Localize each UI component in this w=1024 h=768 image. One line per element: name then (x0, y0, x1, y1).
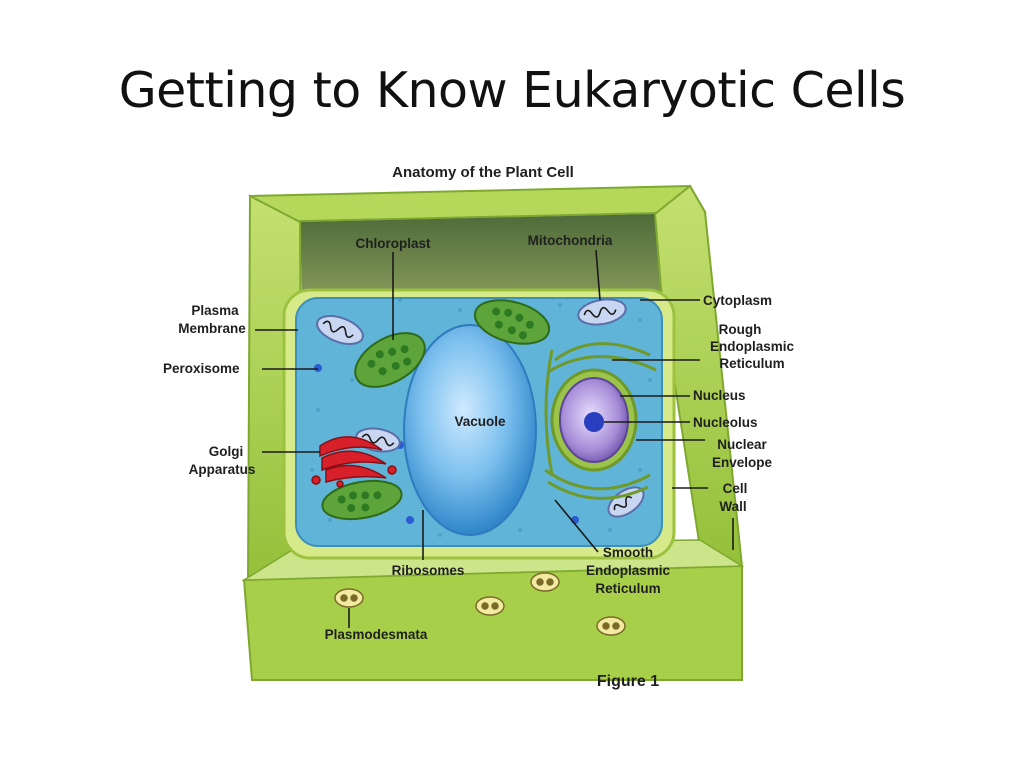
label-smooth-er-3: Reticulum (595, 581, 660, 596)
label-ribosomes: Ribosomes (392, 563, 465, 578)
chloroplast-group (321, 299, 551, 521)
label-chloroplast: Chloroplast (355, 236, 431, 251)
golgi-apparatus (311, 436, 397, 488)
leader-lines (255, 249, 734, 628)
label-rough-er-2: Endoplasmic (710, 339, 795, 354)
label-vacuole: Vacuole (454, 414, 506, 429)
rough-er (544, 342, 657, 500)
label-smooth-er-2: Endoplasmic (586, 563, 671, 578)
label-peroxisome: Peroxisome (163, 361, 240, 376)
label-smooth-er-1: Smooth (603, 545, 653, 560)
plasmodesmata-group (334, 572, 626, 636)
label-cell-wall-1: Cell (723, 481, 748, 496)
label-cell-wall-2: Wall (719, 499, 746, 514)
nucleus (550, 368, 638, 472)
vacuole (403, 324, 537, 536)
label-rough-er-1: Rough (719, 322, 762, 337)
label-nuclear-envelope-2: Envelope (712, 455, 773, 470)
label-rough-er-3: Reticulum (719, 356, 784, 371)
label-mitochondria: Mitochondria (528, 233, 613, 248)
figure-caption: Figure 1 (597, 673, 659, 690)
label-plasma-membrane-1: Plasma (191, 303, 239, 318)
label-cytoplasm: Cytoplasm (703, 293, 772, 308)
label-nucleolus: Nucleolus (693, 415, 758, 430)
cell-wall (241, 184, 745, 681)
label-plasmodesmata: Plasmodesmata (325, 627, 428, 642)
label-nuclear-envelope-1: Nuclear (717, 437, 767, 452)
label-golgi-2: Apparatus (189, 462, 256, 477)
nucleolus (584, 412, 604, 432)
label-nucleus: Nucleus (693, 388, 746, 403)
label-plasma-membrane-2: Membrane (178, 321, 246, 336)
slide-title: Getting to Know Eukaryotic Cells (118, 62, 906, 119)
label-golgi-1: Golgi (209, 444, 244, 459)
diagram-heading: Anatomy of the Plant Cell (392, 164, 574, 181)
